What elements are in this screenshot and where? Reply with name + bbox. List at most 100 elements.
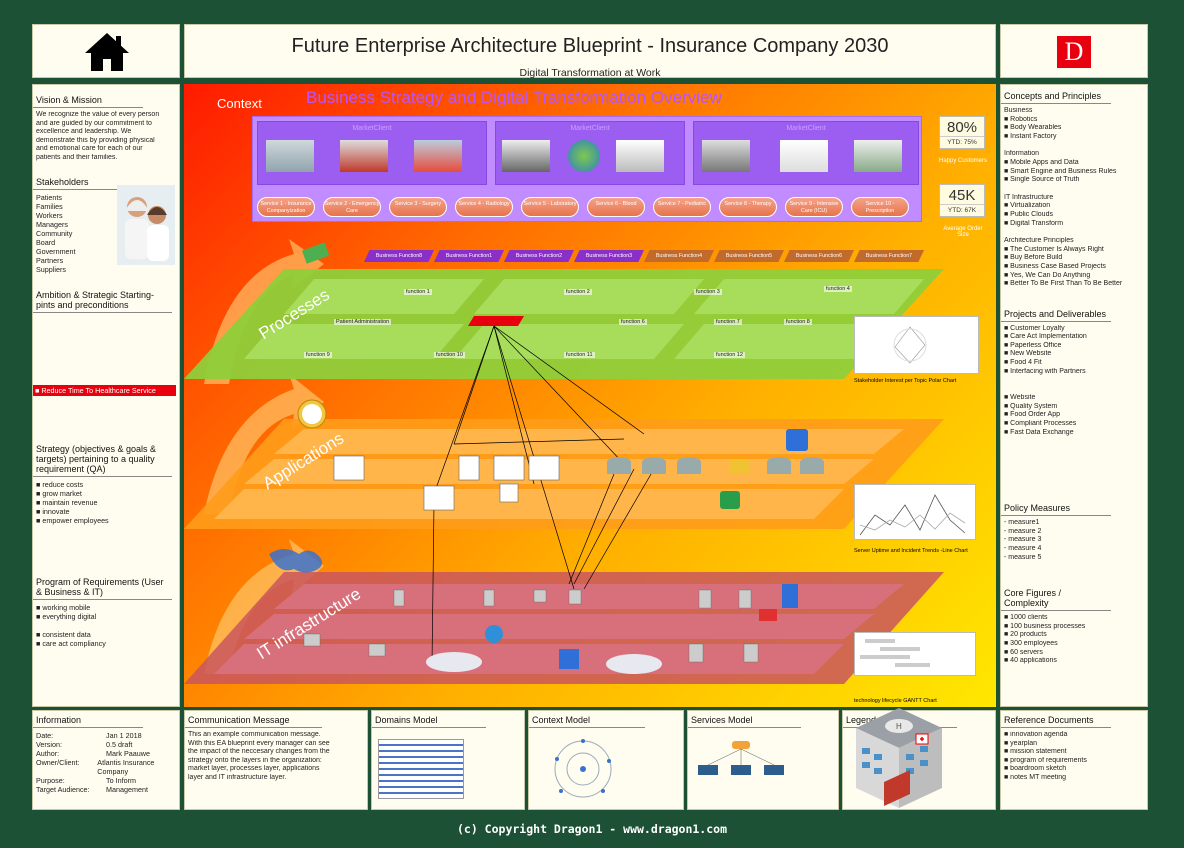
list-item — [1004, 228, 1144, 237]
list-item: Government — [36, 246, 76, 256]
process-label[interactable]: function 9 — [304, 352, 332, 358]
process-label[interactable]: function 3 — [694, 289, 722, 295]
svg-text:H: H — [896, 722, 902, 731]
list-item: - measure 4 — [1004, 545, 1042, 552]
list-item: With this EA blueprint every manager can… — [188, 739, 330, 747]
service-item[interactable]: Service 3 - Surgery — [389, 197, 447, 217]
list-item — [36, 621, 176, 630]
line-chart[interactable] — [854, 484, 976, 540]
business-function[interactable]: Business Function2 — [504, 250, 574, 262]
market-group-2[interactable]: MarketClient — [495, 121, 685, 185]
policy-list: - measure1- measure 2- measure 3- measur… — [1001, 519, 1147, 562]
list-item: ■ Better To Be First Than To Be Better — [1004, 280, 1123, 288]
service-item[interactable]: Service 8 - Therapy — [719, 197, 777, 217]
concepts-list: Business■ Robotics■ Body Wearables■ Inst… — [1001, 107, 1147, 289]
process-label[interactable]: Patient Administration — [334, 319, 392, 325]
list-item: ■ Customer Loyalty — [1004, 324, 1065, 332]
domains-model-title: Domains Model — [372, 713, 486, 728]
services-model-panel[interactable]: Services Model — [687, 710, 839, 810]
globe-photo — [568, 140, 600, 172]
list-item: Families — [36, 201, 63, 211]
strategy-list: ■ reduce costs■ grow market■ maintain re… — [33, 480, 179, 525]
service-item[interactable]: Service 10 - Prescription — [851, 197, 909, 217]
info-key: Date: — [36, 731, 54, 740]
vision-title: Vision & Mission — [33, 93, 143, 108]
list-item: ■ Instant Factory — [1004, 132, 1057, 140]
service-item[interactable]: Service 5 - Laboratory — [521, 197, 579, 217]
service-item[interactable]: Service 9 - Intensive Care (ICU) — [785, 197, 843, 217]
business-function[interactable]: Business Function3 — [574, 250, 644, 262]
stakeholders-title: Stakeholders — [33, 175, 143, 190]
info-row: Author:Mark Paauwe — [33, 749, 179, 758]
kpi-value: 45K — [948, 187, 976, 204]
chart-caption: Stakeholder Interest per Topic Polar Cha… — [854, 378, 957, 384]
home-panel — [32, 24, 180, 78]
list-item: ■ Single Source of Truth — [1004, 176, 1080, 184]
service-item[interactable]: Service 1 - Insurance Companyization — [257, 197, 315, 217]
market-group-1[interactable]: MarketClient — [257, 121, 487, 185]
home-icon[interactable] — [83, 31, 131, 73]
market-group-3[interactable]: MarketClient — [693, 121, 919, 185]
list-item: excellence and leadership. We — [36, 128, 132, 136]
process-label[interactable]: function 4 — [824, 286, 852, 292]
list-item: ■ 300 employees — [1004, 639, 1058, 647]
list-item: and emotional care for each of our — [36, 145, 143, 153]
domains-model-thumbnail — [378, 739, 464, 799]
strategy-title: Strategy (objectives & goals & targets) … — [33, 442, 172, 477]
right-column: Concepts and Principles Business■ Roboti… — [1000, 84, 1148, 707]
context-model-panel[interactable]: Context Model — [528, 710, 684, 810]
list-item: ■ Paperless Office — [1004, 341, 1062, 349]
list-item: ■ Buy Before Build — [1004, 254, 1063, 262]
polar-chart[interactable] — [854, 316, 979, 374]
info-row: Target Audience:Management — [33, 785, 179, 794]
info-key: Purpose: — [36, 776, 65, 785]
concepts-title: Concepts and Principles — [1001, 89, 1111, 104]
business-function[interactable]: Business Function4 — [644, 250, 714, 262]
process-label[interactable]: function 7 — [714, 319, 742, 325]
list-item — [1004, 385, 1144, 394]
architecture-diagram: Context Business Strategy and Digital Tr… — [184, 84, 996, 707]
list-item: and are guided by our commitment to — [36, 119, 152, 127]
service-item[interactable]: Service 6 - Blood — [587, 197, 645, 217]
service-item[interactable]: Service 4 - Radiology — [455, 197, 513, 217]
list-item — [1004, 141, 1144, 150]
process-label[interactable]: function 8 — [784, 319, 812, 325]
projects-list: ■ Customer Loyalty■ Care Act Implementat… — [1001, 325, 1147, 438]
process-label[interactable]: function 12 — [714, 352, 745, 358]
list-item: ■ Digital Transform — [1004, 219, 1064, 227]
business-function[interactable]: Business Function6 — [784, 250, 854, 262]
list-item: Board — [36, 237, 56, 247]
list-item: ■ Compliant Processes — [1004, 420, 1077, 428]
kpi-happy-customers[interactable]: 80% YTD: 75% — [939, 116, 985, 149]
business-function[interactable]: Business Function5 — [714, 250, 784, 262]
list-item: ■ Quality System — [1004, 402, 1058, 410]
info-key: Version: — [36, 740, 62, 749]
list-item: ■ 20 products — [1004, 631, 1047, 639]
business-function[interactable]: Business Function8 — [364, 250, 434, 262]
list-item — [1004, 185, 1144, 194]
list-item: ■ New Website — [1004, 350, 1052, 358]
domains-model-panel[interactable]: Domains Model — [371, 710, 525, 810]
gantt-chart[interactable] — [854, 632, 976, 676]
process-label[interactable]: function 6 — [619, 319, 647, 325]
service-item[interactable]: Service 2 - Emergency Care — [323, 197, 381, 217]
list-item: ■ Robotics — [1004, 115, 1038, 123]
kpi-order-size[interactable]: 45K YTD: 67K — [939, 184, 985, 217]
process-label[interactable]: function 2 — [564, 289, 592, 295]
process-label[interactable]: function 10 — [434, 352, 465, 358]
process-label[interactable]: function 11 — [564, 352, 595, 358]
list-item: ■ Public Clouds — [1004, 210, 1053, 218]
requirements-title: Program of Requirements (User & Business… — [33, 575, 172, 600]
list-item: ■ The Customer Is Always Right — [1004, 245, 1104, 253]
context-label: Context — [217, 96, 262, 111]
service-item[interactable]: Service 7 - Pediatric — [653, 197, 711, 217]
process-label[interactable]: function 1 — [404, 289, 432, 295]
business-function[interactable]: Business Function7 — [854, 250, 924, 262]
list-item: ■ 100 business processes — [1004, 622, 1086, 630]
car-photo — [340, 140, 388, 172]
business-function[interactable]: Business Function1 — [434, 250, 504, 262]
dragon1-logo[interactable]: D — [1057, 36, 1091, 68]
layers-svg — [184, 239, 944, 684]
